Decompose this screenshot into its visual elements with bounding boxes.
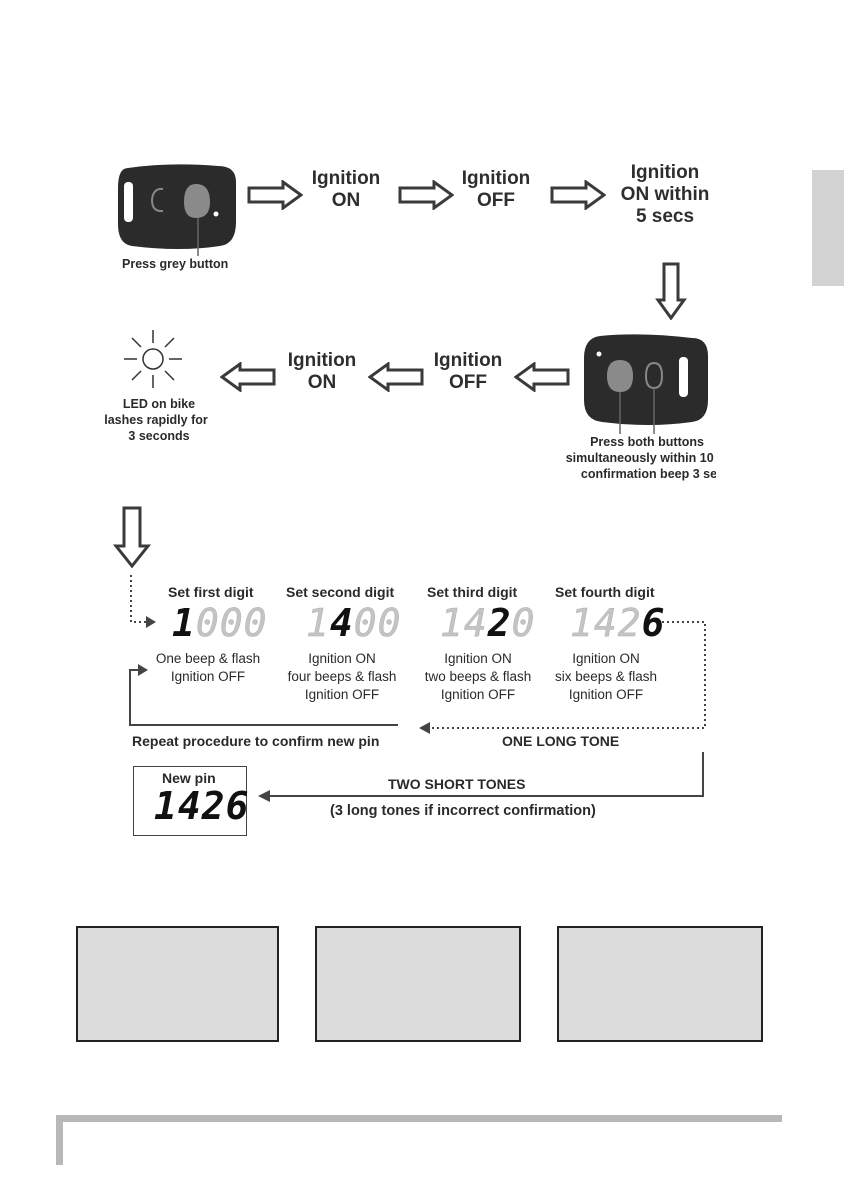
blank-panel-middle xyxy=(315,926,521,1042)
incorrect-confirmation-text: (3 long tones if incorrect confirmation) xyxy=(330,803,596,819)
inactive-digit: 0 xyxy=(220,601,244,645)
digit-title-fourth: Set fourth digit xyxy=(555,584,655,600)
one-long-tone-text: ONE LONG TONE xyxy=(502,733,619,749)
instruction-line: Ignition OFF xyxy=(418,686,538,704)
two-short-tones-text: TWO SHORT TONES xyxy=(388,776,525,792)
blank-panel-right xyxy=(557,926,763,1042)
digit-title-third: Set third digit xyxy=(427,584,517,600)
digit-title-second: Set second digit xyxy=(286,584,394,600)
inactive-digit: 1 xyxy=(570,601,594,645)
instruction-line: four beeps & flash xyxy=(280,668,404,686)
inactive-digit: 1 xyxy=(440,601,464,645)
instruction-line: Ignition OFF xyxy=(280,686,404,704)
digit-display-third: 1420 xyxy=(440,604,536,642)
instruction-line: six beeps & flash xyxy=(546,668,666,686)
instruction-line: two beeps & flash xyxy=(418,668,538,686)
inactive-digit: 0 xyxy=(512,601,536,645)
blank-panel-left xyxy=(76,926,279,1042)
digit-instructions-third: Ignition ON two beeps & flash Ignition O… xyxy=(418,650,538,704)
instruction-line: Ignition ON xyxy=(418,650,538,668)
inactive-digit: 4 xyxy=(594,601,618,645)
active-digit: 6 xyxy=(642,601,666,645)
inactive-digit: 0 xyxy=(354,601,378,645)
repeat-procedure-text: Repeat procedure to confirm new pin xyxy=(132,733,379,749)
instruction-line: Ignition ON xyxy=(546,650,666,668)
inactive-digit: 0 xyxy=(378,601,402,645)
active-digit: 4 xyxy=(330,601,354,645)
inactive-digit: 0 xyxy=(196,601,220,645)
digit-display-first: 1000 xyxy=(172,604,268,642)
new-pin-value: 1426 xyxy=(154,785,250,827)
digit-display-second: 1400 xyxy=(306,604,402,642)
active-digit: 1 xyxy=(172,601,196,645)
new-pin-box: New pin 1426 xyxy=(133,766,247,836)
active-digit: 2 xyxy=(488,601,512,645)
instruction-line: Ignition OFF xyxy=(150,668,266,686)
digit-instructions-second: Ignition ON four beeps & flash Ignition … xyxy=(280,650,404,704)
instruction-line: Ignition OFF xyxy=(546,686,666,704)
instruction-line: One beep & flash xyxy=(150,650,266,668)
inactive-digit: 0 xyxy=(244,601,268,645)
digit-instructions-fourth: Ignition ON six beeps & flash Ignition O… xyxy=(546,650,666,704)
instruction-line: Ignition ON xyxy=(280,650,404,668)
digit-instructions-first: One beep & flash Ignition OFF xyxy=(150,650,266,686)
digit-display-fourth: 1426 xyxy=(570,604,666,642)
inactive-digit: 1 xyxy=(306,601,330,645)
footer-bar xyxy=(56,1115,782,1122)
digit-title-first: Set first digit xyxy=(168,584,254,600)
inactive-digit: 2 xyxy=(618,601,642,645)
inactive-digit: 4 xyxy=(464,601,488,645)
footer-bar-left-edge xyxy=(56,1115,63,1165)
